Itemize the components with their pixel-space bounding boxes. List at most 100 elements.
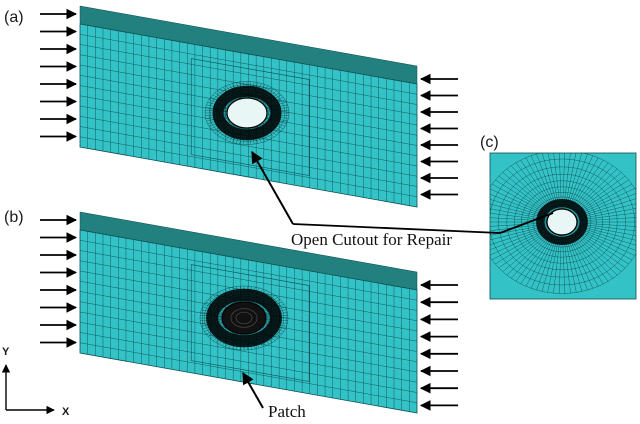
radial-mesh-line [575, 188, 635, 217]
plate-a-mesh [80, 25, 417, 206]
radial-mesh-line [490, 225, 548, 241]
ring-mesh-line [532, 196, 592, 248]
ring-mesh-line [490, 158, 635, 286]
radial-mesh-line [576, 203, 636, 219]
radial-mesh-line [490, 222, 548, 227]
mesh-line [80, 44, 417, 105]
radial-mesh-line [490, 227, 549, 250]
load-arrows [40, 8, 458, 411]
plate-a [79, 5, 418, 208]
radial-mesh-line [575, 227, 635, 256]
radial-mesh-line [490, 227, 549, 256]
radial-mesh-line [490, 203, 548, 219]
radial-mesh-line [571, 231, 618, 276]
leader-lines [242, 150, 554, 409]
radial-mesh-line [490, 224, 548, 236]
mesh-line [80, 250, 417, 311]
radial-mesh-line [576, 225, 636, 241]
radial-mesh-line [491, 228, 550, 261]
radial-mesh-line [495, 179, 550, 215]
ring-mesh-line [220, 300, 268, 336]
ring-mesh-line [498, 166, 626, 278]
radial-mesh-line [574, 179, 629, 215]
mesh-line [80, 332, 417, 393]
ring-mesh-line [204, 81, 290, 145]
ring-mesh-line [225, 96, 269, 130]
radial-mesh-line [491, 183, 550, 216]
mesh-line [80, 116, 417, 177]
plate-b-mesh [80, 231, 417, 412]
refined-region [190, 264, 310, 382]
radial-mesh-line [576, 223, 636, 232]
patch-ring [230, 308, 258, 328]
patch-ring [235, 311, 253, 325]
cutout-annotation: Open Cutout for Repair [291, 230, 452, 249]
radial-mesh-line [490, 226, 548, 245]
panel-label-c: (c) [480, 134, 499, 151]
hole-edge [546, 208, 578, 236]
x-axis-label: X [62, 406, 70, 418]
ring-mesh-line [199, 285, 289, 351]
radial-mesh-line [498, 230, 551, 269]
plate-a-cutout-mesh [204, 81, 290, 145]
cutout-leader-baseline [292, 223, 501, 234]
mesh-line [80, 34, 417, 95]
radial-mesh-line [490, 199, 548, 218]
radial-mesh-line [506, 231, 553, 276]
coordinate-axes: Y X [1, 346, 70, 418]
plate-b-patch-mesh [199, 285, 289, 351]
ring-mesh-line [209, 84, 285, 142]
radial-mesh-line [490, 188, 549, 217]
y-axis-label: Y [2, 346, 10, 358]
radial-mesh-line [574, 228, 633, 261]
radial-mesh-line [571, 168, 618, 213]
panel-label-a: (a) [4, 9, 24, 26]
radial-mesh-line [576, 198, 636, 218]
ring-mesh-line [514, 180, 610, 264]
radial-mesh-line [574, 229, 629, 265]
plate-b [79, 211, 418, 414]
radial-mesh-line [506, 168, 553, 213]
radial-mesh-line [502, 172, 552, 214]
radial-mesh-line [576, 224, 636, 236]
inset-c-cutout-mesh [490, 153, 636, 294]
radial-mesh-line [502, 230, 552, 272]
radial-mesh-line [490, 194, 549, 217]
cutout-leader-c [499, 212, 554, 234]
dense-mesh-band [212, 85, 282, 141]
mesh-line [80, 126, 417, 187]
radial-mesh-line [498, 175, 551, 214]
patch-leader [242, 371, 264, 409]
radial-mesh-line [576, 222, 636, 227]
radial-mesh-line [574, 183, 633, 216]
radial-mesh-line [495, 229, 550, 265]
radial-mesh-line [576, 217, 636, 222]
hole-edge [221, 301, 267, 335]
hole-edge [226, 97, 268, 129]
inset-c [489, 152, 637, 300]
radial-mesh-line [575, 227, 636, 251]
panel-label-b: (b) [4, 209, 24, 226]
patch-annotation: Patch [268, 402, 306, 421]
ring-mesh-line [521, 186, 603, 258]
radial-mesh-line [576, 208, 636, 220]
radial-mesh-line [572, 230, 622, 272]
radial-mesh-line [575, 193, 636, 217]
radial-mesh-line [572, 172, 622, 214]
dense-mesh-band [206, 288, 282, 348]
radial-mesh-line [576, 212, 636, 221]
cutout-leader-a [251, 150, 294, 225]
refined-region [190, 58, 310, 176]
ring-mesh-line [546, 208, 578, 236]
dense-mesh-band [536, 199, 588, 245]
ring-mesh-line [506, 173, 618, 271]
mesh-line [80, 322, 417, 383]
radial-mesh-line [576, 226, 636, 246]
mesh-line [80, 136, 417, 197]
ring-mesh-line [490, 153, 636, 294]
mesh-line [80, 240, 417, 301]
radial-mesh-line [573, 230, 626, 269]
radial-mesh-line [490, 208, 548, 220]
radial-mesh-line [573, 175, 626, 214]
